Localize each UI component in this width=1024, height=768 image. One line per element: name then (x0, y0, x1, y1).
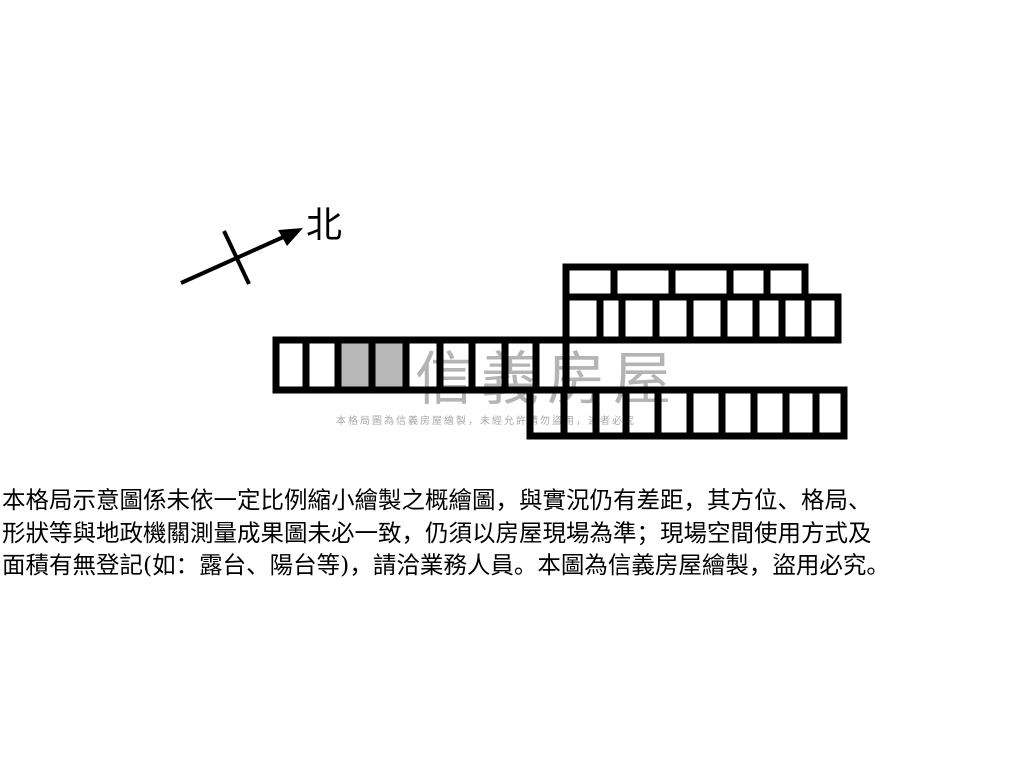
watermark-notice: 本格局圖為信義房屋繪製，未經允許請勿盜用，違者必究 (336, 416, 636, 427)
disclaimer-text: 本格局示意圖係未依一定比例縮小繪製之概繪圖，與實況仍有差距，其方位、格局、 形狀… (2, 486, 890, 579)
arrow-head (278, 228, 303, 246)
north-label: 北 (306, 205, 343, 246)
room-row-2 (562, 293, 842, 344)
room-row-3 (272, 336, 570, 394)
compass-arrow (180, 230, 291, 285)
